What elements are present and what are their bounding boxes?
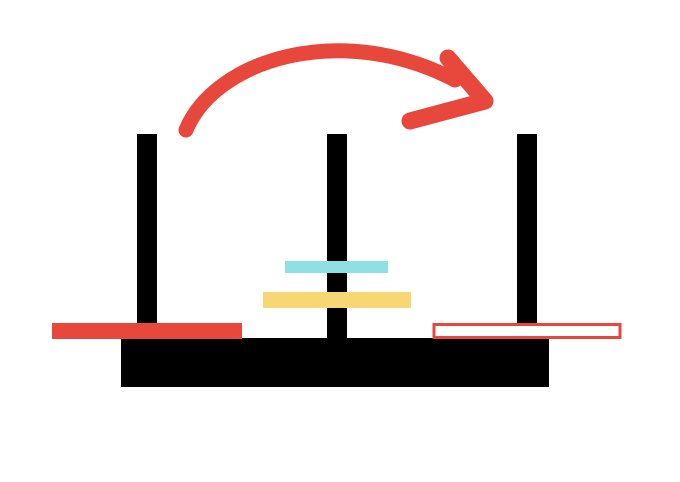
move-arrow bbox=[178, 43, 494, 138]
red-disk-outline-right bbox=[432, 323, 622, 339]
base-platform bbox=[121, 338, 549, 387]
arrow-head bbox=[401, 49, 494, 130]
yellow-disk bbox=[263, 292, 411, 308]
cyan-disk bbox=[285, 261, 388, 273]
peg-right bbox=[517, 134, 537, 340]
red-disk-left bbox=[52, 323, 242, 339]
peg-left bbox=[137, 134, 157, 340]
peg-middle bbox=[327, 134, 347, 340]
arrow-shaft bbox=[178, 43, 463, 138]
